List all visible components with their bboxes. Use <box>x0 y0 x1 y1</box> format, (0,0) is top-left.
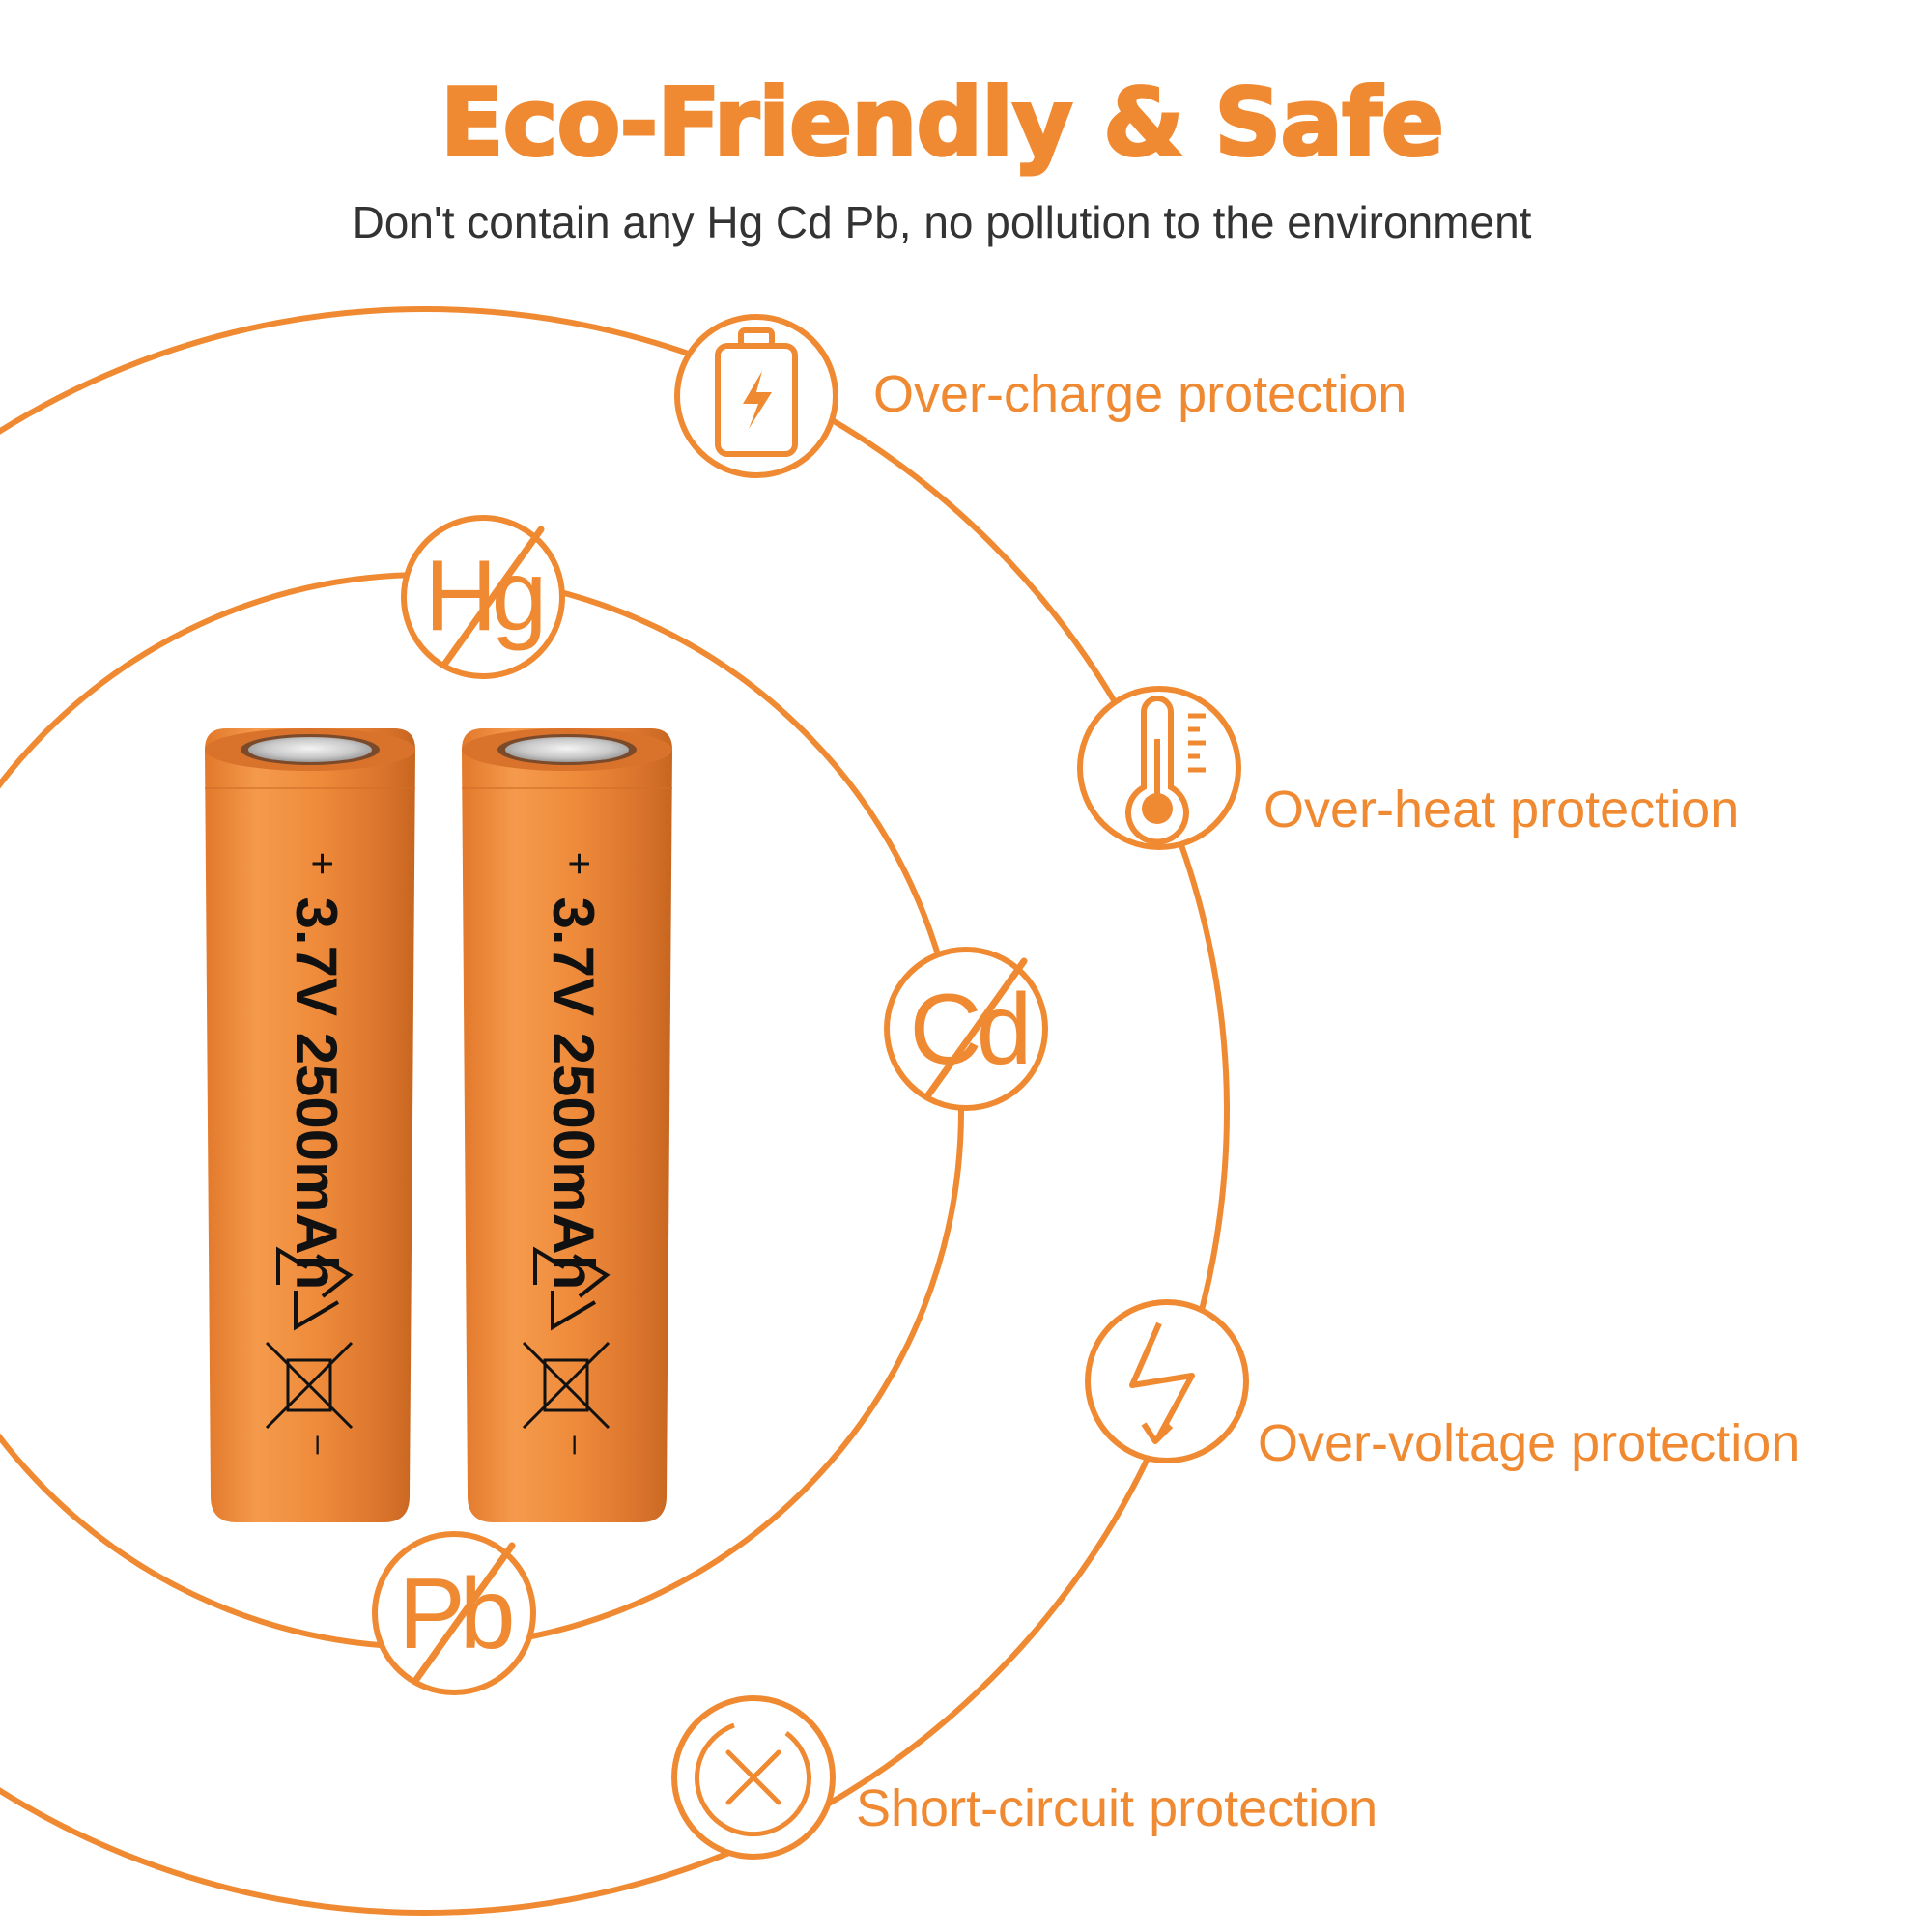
short-circuit-icon <box>671 1695 836 1860</box>
over-voltage-label: Over-voltage protection <box>1258 1414 1801 1472</box>
battery-charge-icon <box>674 314 838 478</box>
battery-plus-sign: + <box>300 852 346 876</box>
battery-cell-1: + 3.7V 2500mAh – <box>205 728 415 1522</box>
recycle-icon <box>276 1246 354 1331</box>
no-mercury-badge: Hg <box>401 515 565 679</box>
recycle-icon <box>533 1246 611 1331</box>
battery-plus-sign: + <box>557 852 603 876</box>
battery-spec-label: 3.7V 2500mAh <box>541 897 606 1291</box>
no-mercury-symbol: Hg <box>425 540 542 652</box>
outer-ring <box>0 306 1230 1916</box>
short-circuit-label: Short-circuit protection <box>856 1779 1378 1837</box>
no-lead-symbol: Pb <box>398 1558 511 1670</box>
battery-minus-sign: – <box>558 1436 595 1455</box>
battery-minus-sign: – <box>301 1436 338 1455</box>
no-cadmium-symbol: Cd <box>910 974 1027 1086</box>
no-lead-badge: Pb <box>372 1531 536 1695</box>
crossed-bin-icon <box>265 1341 354 1430</box>
lightning-bolt-icon <box>1085 1299 1249 1463</box>
thermometer-icon <box>1077 686 1241 850</box>
over-heat-label: Over-heat protection <box>1264 781 1740 838</box>
no-cadmium-badge: Cd <box>884 947 1048 1111</box>
crossed-bin-icon <box>522 1341 611 1430</box>
over-charge-label: Over-charge protection <box>873 365 1407 423</box>
page-title: Eco-Friendly & Safe <box>440 69 1446 178</box>
battery-cell-2: + 3.7V 2500mAh – <box>462 728 672 1522</box>
battery-spec-label: 3.7V 2500mAh <box>284 897 349 1291</box>
page-subtitle: Don't contain any Hg Cd Pb, no pollution… <box>352 197 1532 247</box>
